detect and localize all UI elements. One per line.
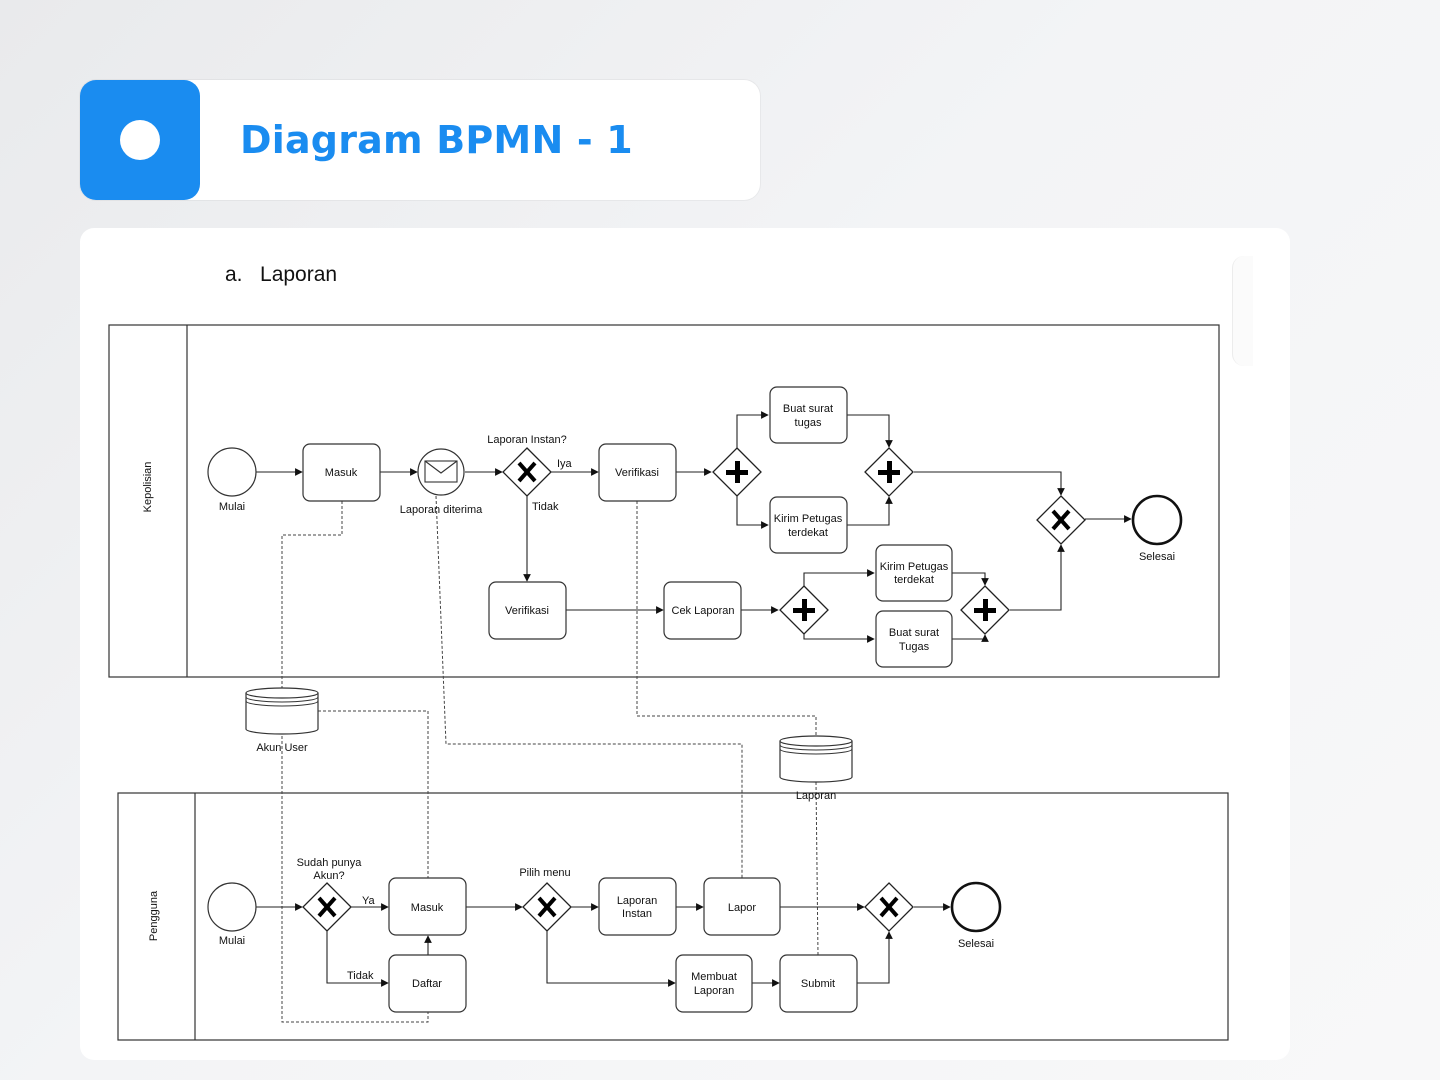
- parallel-gateway-join-1: [864, 447, 914, 497]
- parallel-gateway-split-2: [779, 585, 829, 635]
- svg-text:Iya: Iya: [557, 458, 573, 470]
- svg-text:Laporan: Laporan: [617, 895, 657, 907]
- task-laporan-instan: Laporan Instan: [598, 877, 677, 936]
- svg-text:Sudah punya: Sudah punya: [297, 857, 363, 869]
- svg-text:tugas: tugas: [795, 417, 822, 429]
- x-icon: [1051, 509, 1071, 531]
- task-submit: Submit: [779, 954, 858, 1013]
- svg-text:Instan: Instan: [622, 908, 652, 920]
- x-icon: [517, 461, 537, 483]
- start-event-pengguna: Mulai: [207, 882, 257, 947]
- lane-label-kepolisian: Kepolisian: [142, 462, 154, 513]
- svg-text:Verifikasi: Verifikasi: [615, 467, 659, 479]
- circle-icon: [120, 120, 160, 160]
- svg-text:Akun?: Akun?: [313, 870, 344, 882]
- svg-text:Masuk: Masuk: [325, 467, 358, 479]
- header-card: Diagram BPMN - 1: [80, 80, 760, 200]
- plus-icon: [793, 599, 815, 621]
- svg-text:Akun User: Akun User: [256, 742, 308, 754]
- page-title: Diagram BPMN - 1: [240, 118, 633, 162]
- task-lapor: Lapor: [703, 877, 781, 936]
- svg-text:terdekat: terdekat: [894, 574, 934, 586]
- lane-label-pengguna: Pengguna: [148, 890, 160, 941]
- gateway-sudah-punya-akun: Sudah punya Akun? Ya Tidak: [297, 857, 376, 982]
- task-kirim-petugas-1: Kirim Petugas terdekat: [769, 496, 848, 554]
- svg-text:terdekat: terdekat: [788, 527, 828, 539]
- svg-text:Cek Laporan: Cek Laporan: [672, 605, 735, 617]
- data-associations: [281, 495, 819, 1023]
- svg-text:Laporan diterima: Laporan diterima: [400, 504, 483, 516]
- parallel-gateway-split-1: [712, 447, 762, 497]
- svg-text:Daftar: Daftar: [412, 978, 442, 990]
- svg-text:Tugas: Tugas: [899, 641, 930, 653]
- svg-text:Laporan Instan?: Laporan Instan?: [487, 434, 567, 446]
- svg-text:Mulai: Mulai: [219, 501, 245, 513]
- task-daftar: Daftar: [388, 954, 467, 1013]
- svg-text:Laporan: Laporan: [796, 790, 836, 802]
- pengguna-flows: [256, 903, 951, 987]
- svg-text:Tidak: Tidak: [532, 501, 559, 513]
- plus-icon: [974, 599, 996, 621]
- datastore-akun-user: Akun User: [245, 687, 319, 754]
- svg-text:Kirim Petugas: Kirim Petugas: [774, 513, 843, 525]
- task-verifikasi-top: Verifikasi: [598, 443, 677, 502]
- task-membuat-laporan: Membuat Laporan: [675, 954, 753, 1013]
- section-label: a. Laporan: [225, 263, 337, 286]
- svg-text:Submit: Submit: [801, 978, 835, 990]
- plus-icon: [726, 461, 748, 483]
- task-masuk-kepolisian: Masuk: [302, 443, 381, 502]
- parallel-gateway-join-2: [960, 585, 1010, 635]
- svg-text:Buat surat: Buat surat: [783, 403, 833, 415]
- plus-icon: [878, 461, 900, 483]
- svg-text:Lapor: Lapor: [728, 902, 756, 914]
- kepolisian-flows: [256, 411, 1132, 643]
- svg-text:Laporan: Laporan: [694, 985, 734, 997]
- end-event-kepolisian: Selesai: [1131, 494, 1183, 563]
- x-icon: [879, 896, 899, 918]
- svg-text:Membuat: Membuat: [691, 971, 737, 983]
- side-card-edge: [1232, 256, 1253, 366]
- svg-text:Selesai: Selesai: [1139, 551, 1175, 563]
- task-cek-laporan: Cek Laporan: [663, 581, 742, 640]
- task-verifikasi-bottom: Verifikasi: [488, 581, 567, 640]
- start-event-kepolisian: Mulai: [207, 447, 257, 513]
- datastore-laporan: Laporan: [779, 735, 853, 802]
- task-masuk-pengguna: Masuk: [388, 877, 467, 936]
- exclusive-gateway-pengguna-merge: [864, 882, 914, 932]
- svg-text:Ya: Ya: [362, 895, 376, 907]
- x-icon: [317, 896, 337, 918]
- svg-text:Tidak: Tidak: [347, 970, 374, 982]
- envelope-icon: [424, 460, 458, 483]
- svg-text:Pilih menu: Pilih menu: [519, 867, 570, 879]
- svg-text:Verifikasi: Verifikasi: [505, 605, 549, 617]
- header-badge: [80, 80, 200, 200]
- svg-text:Mulai: Mulai: [219, 935, 245, 947]
- gateway-laporan-instan: Laporan Instan? Iya Tidak: [487, 434, 572, 513]
- task-buat-surat-tugas-1: Buat surat tugas: [769, 386, 848, 444]
- task-buat-surat-tugas-2: Buat surat Tugas: [875, 610, 953, 668]
- svg-text:Masuk: Masuk: [411, 902, 444, 914]
- end-event-pengguna: Selesai: [950, 881, 1002, 950]
- svg-text:Selesai: Selesai: [958, 938, 994, 950]
- exclusive-gateway-merge: [1036, 495, 1086, 545]
- message-event-laporan-diterima: Laporan diterima: [400, 448, 483, 516]
- task-kirim-petugas-2: Kirim Petugas terdekat: [875, 544, 953, 602]
- svg-text:Kirim Petugas: Kirim Petugas: [880, 561, 949, 573]
- svg-text:Buat surat: Buat surat: [889, 627, 939, 639]
- x-icon: [537, 896, 557, 918]
- gateway-pilih-menu: Pilih menu: [519, 867, 572, 932]
